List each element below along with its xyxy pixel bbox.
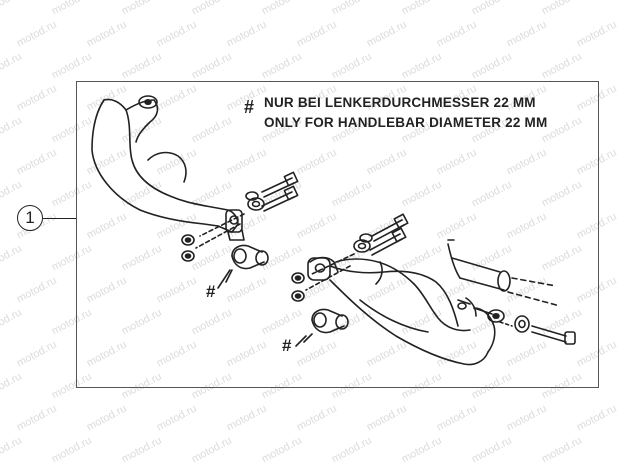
right-hash-leader: [295, 335, 307, 347]
left-bolts: [181, 171, 299, 262]
note-hash-symbol: #: [244, 97, 255, 117]
end-bolt: [499, 315, 576, 345]
left-hash-leader: [217, 269, 231, 289]
handlebar-end: [447, 239, 561, 307]
right-spacer: [303, 308, 349, 343]
callout-leader-line: [43, 218, 76, 219]
callout-number: 1: [25, 208, 35, 227]
diagram-frame: [76, 81, 599, 388]
callout-1: 1: [17, 205, 43, 231]
left-spacer: [225, 244, 269, 283]
right-spacer-hash-marker: #: [282, 336, 292, 355]
diameter-note: # NUR BEI LENKERDURCHMESSER 22 MM ONLY F…: [244, 93, 547, 133]
left-handguard: [91, 95, 245, 241]
note-lines: NUR BEI LENKERDURCHMESSER 22 MM ONLY FOR…: [264, 93, 547, 133]
right-handguard: [307, 256, 505, 366]
left-spacer-hash-marker: #: [206, 282, 216, 301]
note-line-de: NUR BEI LENKERDURCHMESSER 22 MM: [264, 95, 536, 110]
note-line-en: ONLY FOR HANDLEBAR DIAMETER 22 MM: [264, 115, 548, 130]
right-bolts: [291, 213, 409, 302]
